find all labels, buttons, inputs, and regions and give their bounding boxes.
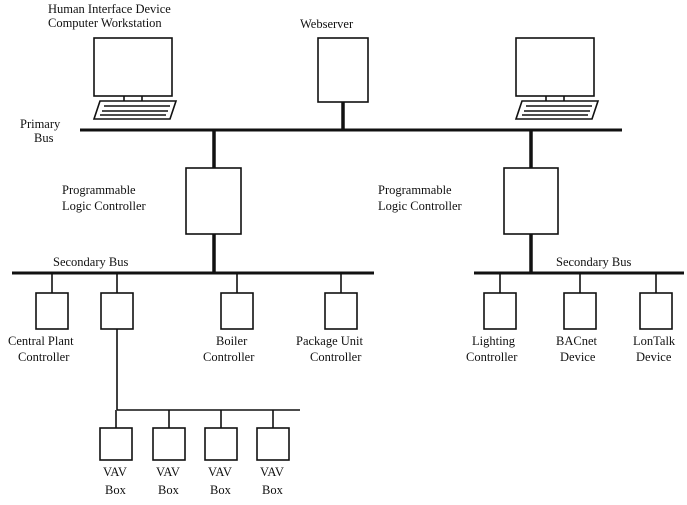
plc-left-label-line1: Programmable	[62, 183, 136, 197]
workstation-left	[92, 37, 178, 120]
vav-box-1-label-line2: Box	[105, 483, 127, 497]
lighting-label-line2: Controller	[466, 350, 518, 364]
vav-box-1-label-line1: VAV	[103, 465, 127, 479]
hid-label-line2: Computer Workstation	[48, 16, 162, 30]
central-plant-label-line1: Central Plant	[8, 334, 74, 348]
secondary-bus-left-label: Secondary Bus	[53, 255, 128, 269]
workstation-left-monitor	[93, 37, 173, 97]
secondary-bus-right-label: Secondary Bus	[556, 255, 631, 269]
vav-box-2-label-line2: Box	[158, 483, 180, 497]
bacnet-label-line1: BACnet	[556, 334, 598, 348]
package-unit-label-line1: Package Unit	[296, 334, 364, 348]
vav-box-4	[256, 427, 290, 461]
boiler-label-line2: Controller	[203, 350, 255, 364]
webserver-label: Webserver	[300, 17, 354, 31]
vav-box-4-label-line2: Box	[262, 483, 284, 497]
workstation-left-keyboard	[92, 100, 178, 120]
boiler-controller-box	[220, 292, 254, 330]
vav-box-4-label-line1: VAV	[260, 465, 284, 479]
central-plant-controller-box	[35, 292, 69, 330]
plc-right-label-line2: Logic Controller	[378, 199, 462, 213]
lighting-controller-box	[483, 292, 517, 330]
workstation-right	[514, 37, 600, 120]
plc-right-box	[503, 167, 559, 235]
bacnet-device-box	[563, 292, 597, 330]
plc-left-label-line2: Logic Controller	[62, 199, 146, 213]
webserver-box	[317, 37, 369, 103]
package-unit-label-line2: Controller	[310, 350, 362, 364]
bacnet-label-line2: Device	[560, 350, 596, 364]
workstation-right-monitor	[515, 37, 595, 97]
lontalk-label-line2: Device	[636, 350, 672, 364]
vav-box-2	[152, 427, 186, 461]
package-unit-controller-box	[324, 292, 358, 330]
hid-label-line1: Human Interface Device	[48, 2, 171, 16]
vav-box-1	[99, 427, 133, 461]
vav-box-3-label-line1: VAV	[208, 465, 232, 479]
primary-bus-label-line2: Bus	[34, 131, 54, 145]
lighting-label-line1: Lighting	[472, 334, 516, 348]
vav-box-2-label-line1: VAV	[156, 465, 180, 479]
vav-box-3	[204, 427, 238, 461]
plc-left-box	[185, 167, 242, 235]
boiler-label-line1: Boiler	[216, 334, 248, 348]
vav-controller-box	[100, 292, 134, 330]
primary-bus-label-line1: Primary	[20, 117, 61, 131]
workstation-right-keyboard	[514, 100, 600, 120]
lontalk-label-line1: LonTalk	[633, 334, 676, 348]
vav-box-3-label-line2: Box	[210, 483, 232, 497]
lontalk-device-box	[639, 292, 673, 330]
central-plant-label-line2: Controller	[18, 350, 70, 364]
plc-right-label-line1: Programmable	[378, 183, 452, 197]
